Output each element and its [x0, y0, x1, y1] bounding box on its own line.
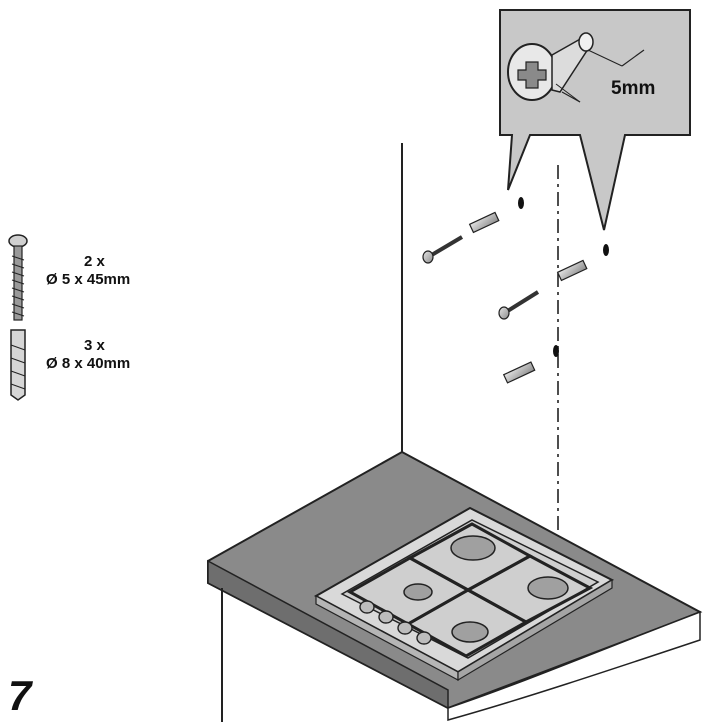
plug-lower	[502, 361, 536, 384]
plug-size: Ø 8 x 40mm	[46, 355, 131, 372]
plug-right	[556, 259, 588, 282]
step-number: 7	[8, 672, 32, 719]
wall-plug-icon	[10, 329, 26, 401]
dimension-label: 5mm	[611, 78, 656, 99]
screw-size: Ø 5 x 45mm	[46, 271, 131, 288]
plug-qty: 3 x	[84, 337, 105, 354]
screw-middle	[498, 290, 540, 320]
screw-qty: 2 x	[84, 253, 105, 270]
screw-icon	[8, 234, 28, 321]
gas-hob	[313, 506, 615, 682]
plug-upper	[468, 211, 500, 234]
screw-upper-left	[422, 235, 464, 264]
detail-callout	[499, 9, 691, 231]
wall-holes	[518, 197, 609, 357]
